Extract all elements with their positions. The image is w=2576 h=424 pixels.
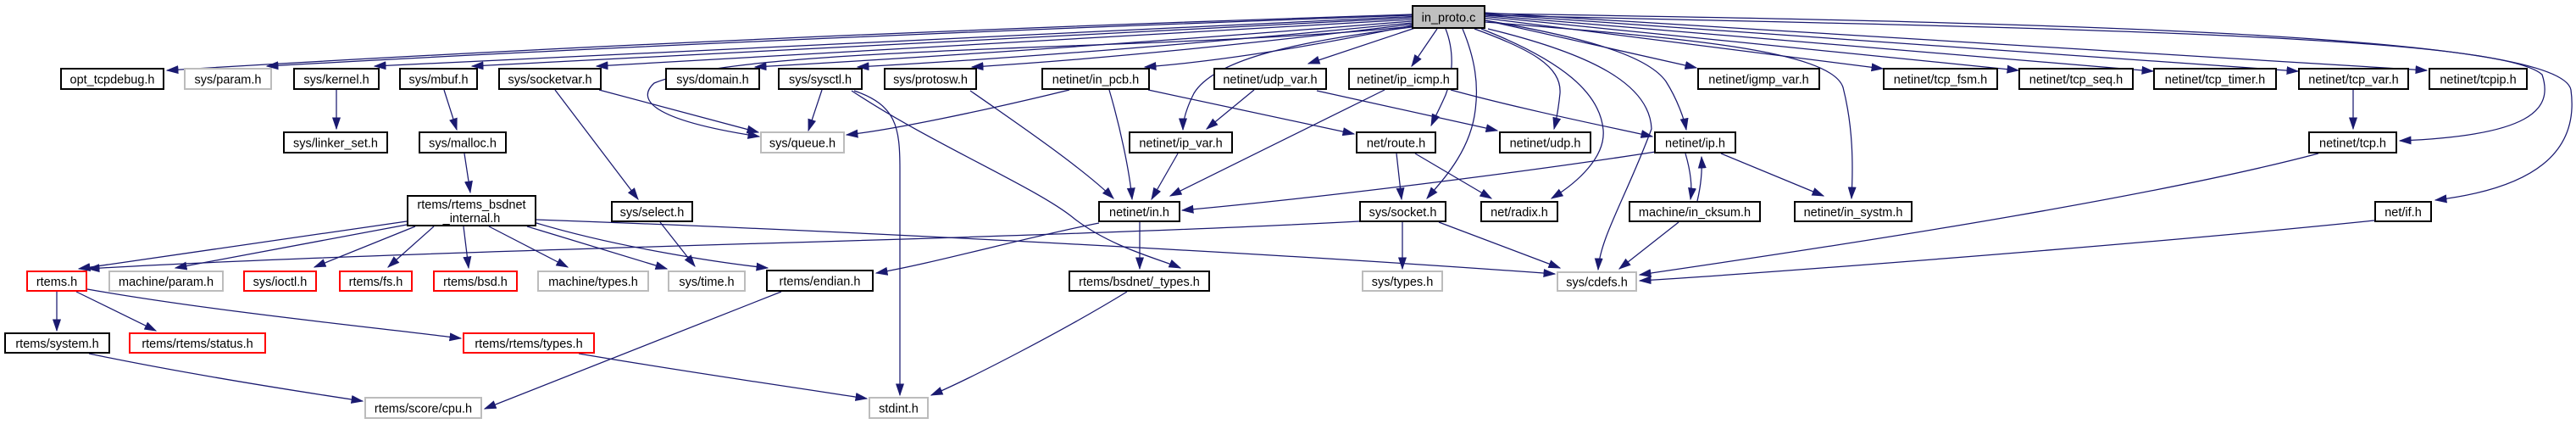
- svg-text:netinet/igmp_var.h: netinet/igmp_var.h: [1708, 74, 1809, 87]
- svg-text:netinet/udp.h: netinet/udp.h: [1510, 137, 1581, 151]
- svg-text:sys/mbuf.h: sys/mbuf.h: [408, 74, 468, 87]
- svg-text:netinet/in_systm.h: netinet/in_systm.h: [1804, 206, 1903, 220]
- svg-text:in_proto.c: in_proto.c: [1422, 12, 1476, 25]
- svg-text:rtems/rtems/status.h: rtems/rtems/status.h: [142, 338, 253, 351]
- svg-text:machine/param.h: machine/param.h: [119, 276, 214, 289]
- svg-text:sys/malloc.h: sys/malloc.h: [429, 137, 497, 151]
- svg-text:sys/sysctl.h: sys/sysctl.h: [789, 74, 852, 87]
- svg-text:rtems.h: rtems.h: [36, 276, 77, 289]
- svg-text:rtems/endian.h: rtems/endian.h: [780, 276, 861, 289]
- svg-text:rtems/bsdnet/_types.h: rtems/bsdnet/_types.h: [1079, 276, 1200, 289]
- svg-text:rtems/rtems_bsdnet: rtems/rtems_bsdnet: [417, 198, 525, 212]
- svg-text:net/route.h: net/route.h: [1367, 137, 1425, 151]
- svg-text:machine/types.h: machine/types.h: [548, 276, 638, 289]
- svg-text:stdint.h: stdint.h: [879, 403, 919, 416]
- svg-text:sys/kernel.h: sys/kernel.h: [303, 74, 369, 87]
- svg-text:netinet/tcp_timer.h: netinet/tcp_timer.h: [2165, 74, 2266, 87]
- svg-text:sys/types.h: sys/types.h: [1372, 276, 1434, 289]
- svg-text:rtems/system.h: rtems/system.h: [15, 338, 98, 351]
- svg-text:sys/linker_set.h: sys/linker_set.h: [293, 137, 378, 151]
- svg-text:sys/param.h: sys/param.h: [195, 74, 262, 87]
- svg-text:netinet/tcp.h: netinet/tcp.h: [2319, 137, 2386, 151]
- svg-text:netinet/in.h: netinet/in.h: [1109, 206, 1169, 220]
- svg-text:rtems/bsd.h: rtems/bsd.h: [443, 276, 508, 289]
- svg-text:net/if.h: net/if.h: [2384, 206, 2422, 220]
- svg-text:rtems/fs.h: rtems/fs.h: [349, 276, 403, 289]
- svg-text:netinet/ip_icmp.h: netinet/ip_icmp.h: [1357, 74, 1450, 87]
- svg-text:sys/socket.h: sys/socket.h: [1369, 206, 1437, 220]
- svg-text:netinet/tcp_var.h: netinet/tcp_var.h: [2308, 74, 2398, 87]
- svg-text:netinet/in_pcb.h: netinet/in_pcb.h: [1052, 74, 1139, 87]
- svg-text:sys/queue.h: sys/queue.h: [769, 137, 836, 151]
- svg-text:netinet/udp_var.h: netinet/udp_var.h: [1223, 74, 1317, 87]
- svg-text:sys/time.h: sys/time.h: [679, 276, 734, 289]
- svg-text:netinet/tcp_fsm.h: netinet/tcp_fsm.h: [1894, 74, 1987, 87]
- svg-text:netinet/tcp_seq.h: netinet/tcp_seq.h: [2029, 74, 2123, 87]
- svg-text:machine/in_cksum.h: machine/in_cksum.h: [1639, 206, 1751, 220]
- svg-text:rtems/score/cpu.h: rtems/score/cpu.h: [375, 403, 472, 416]
- svg-text:opt_tcpdebug.h: opt_tcpdebug.h: [70, 74, 155, 87]
- svg-text:sys/ioctl.h: sys/ioctl.h: [253, 276, 308, 289]
- svg-text:netinet/tcpip.h: netinet/tcpip.h: [2440, 74, 2516, 87]
- svg-text:sys/protosw.h: sys/protosw.h: [893, 74, 968, 87]
- svg-text:sys/socketvar.h: sys/socketvar.h: [508, 74, 591, 87]
- svg-text:sys/domain.h: sys/domain.h: [676, 74, 748, 87]
- svg-text:net/radix.h: net/radix.h: [1491, 206, 1548, 220]
- svg-text:sys/select.h: sys/select.h: [620, 206, 685, 220]
- svg-text:_internal.h: _internal.h: [442, 212, 501, 226]
- svg-text:sys/cdefs.h: sys/cdefs.h: [1566, 276, 1628, 290]
- svg-text:rtems/rtems/types.h: rtems/rtems/types.h: [475, 338, 582, 351]
- svg-text:netinet/ip_var.h: netinet/ip_var.h: [1139, 137, 1222, 151]
- svg-text:netinet/ip.h: netinet/ip.h: [1665, 137, 1725, 151]
